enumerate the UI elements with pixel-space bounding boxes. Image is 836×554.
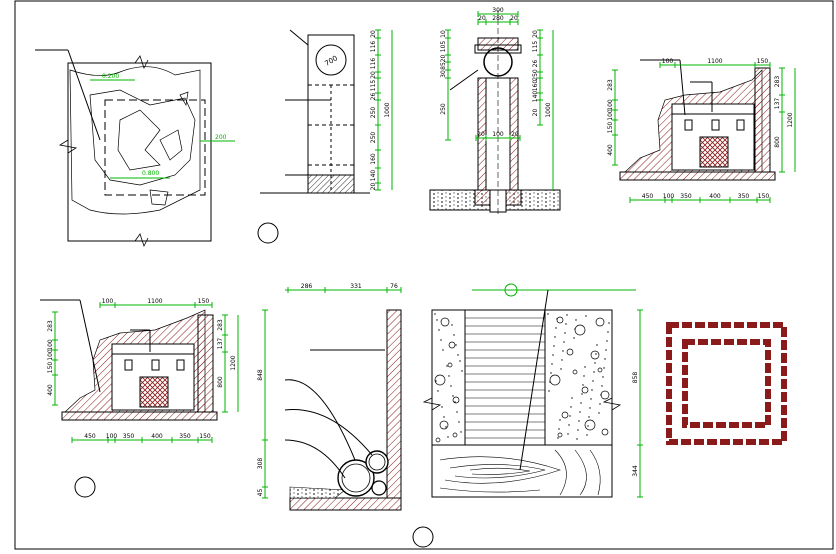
dimension-label: 1100 <box>147 298 162 305</box>
dimension-label: 137 <box>217 338 224 350</box>
dimension-label: 450 <box>84 433 96 440</box>
stair-section: 858 344 <box>422 283 643 498</box>
dimension-label: 115 <box>370 80 377 92</box>
dimension-total: 1200 <box>230 355 237 370</box>
dimension-label: 160 <box>532 80 539 92</box>
dimension-label: 150 <box>47 362 54 374</box>
dimension-label: 100 <box>662 58 674 65</box>
dimension-label: 283 <box>774 76 781 88</box>
dimension-label: 115 <box>532 41 539 53</box>
dimension-label: 331 <box>350 283 362 290</box>
dimension-label: 85 <box>440 62 447 70</box>
dimension-label: 20 <box>440 55 447 63</box>
manhole-plan <box>666 322 787 445</box>
dimension-label: 350 <box>680 193 692 200</box>
dimension-label: 26 <box>532 60 539 68</box>
dimension-label: 100 <box>607 99 614 111</box>
dimension-label: 100 <box>492 131 504 138</box>
dimension-label: 10 <box>440 30 447 38</box>
dimension-label: 100 <box>663 193 675 200</box>
stair-treads <box>464 309 546 446</box>
dimension-total: 1200 <box>787 112 794 127</box>
plan-view: 0.200 0.800 200 <box>35 49 235 248</box>
plan-dim-right: 200 <box>215 134 227 141</box>
detail-marker-1 <box>257 222 279 244</box>
dimension-label: 800 <box>217 376 224 388</box>
dimension-label: 116 <box>370 41 377 53</box>
dimension-label: 160 <box>370 153 377 165</box>
dimension-label: 250 <box>370 132 377 144</box>
dimension-label: 283 <box>47 320 54 332</box>
dimension-label: 150 <box>607 122 614 134</box>
column-bubble-label: 700 <box>323 54 339 68</box>
dimension-label: 350 <box>738 193 750 200</box>
dimension-label: 20 <box>477 131 485 138</box>
dimension-label: 105 <box>440 41 447 53</box>
detail-marker-2 <box>74 476 96 498</box>
dimension-label: 350 <box>179 433 191 440</box>
dimension-label: 100 <box>47 339 54 351</box>
dimension-label: 308 <box>257 458 264 470</box>
dimension-label: 250 <box>532 69 539 81</box>
sheet-border <box>14 0 834 550</box>
dimension-label: 20 <box>370 71 377 79</box>
dimension-label: 280 <box>492 15 504 22</box>
dimension-label: 140 <box>370 170 377 182</box>
dimension-label: 150 <box>199 433 211 440</box>
dimension-label: 140 <box>532 91 539 103</box>
dimension-label: 100 <box>102 298 114 305</box>
dimension-label: 30 <box>440 70 447 78</box>
dimension-total: 1000 <box>545 102 552 117</box>
dimension-label: 283 <box>217 319 224 331</box>
dimension-label: 137 <box>774 98 781 110</box>
dimension-label: 800 <box>774 136 781 148</box>
dimension-label: 250 <box>440 103 447 115</box>
dimension-label: 250 <box>370 107 377 119</box>
dimension-label: 283 <box>607 79 614 91</box>
dimension-label: 300 <box>492 7 504 14</box>
dimension-label: 150 <box>198 298 210 305</box>
dimension-label: 20 <box>532 109 539 117</box>
dimension-label: 286 <box>301 283 313 290</box>
dimension-label: 100 <box>106 433 118 440</box>
dimension-label: 20 <box>510 15 518 22</box>
dimension-label: 350 <box>123 433 135 440</box>
dimension-label: 45 <box>257 489 264 497</box>
dimension-label: 400 <box>47 384 54 396</box>
plan-dim-top: 0.200 <box>102 73 119 80</box>
pipe-section: 286 331 76 848 308 45 <box>257 283 402 511</box>
dimension-label: 76 <box>390 283 398 290</box>
dimension-label: 150 <box>758 193 770 200</box>
dimension-label: 20 <box>370 30 377 38</box>
dimension-label: 26 <box>370 93 377 101</box>
dimension-label: 400 <box>151 433 163 440</box>
dimension-total: 1000 <box>384 102 391 117</box>
plan-dim-mid: 0.800 <box>142 170 159 177</box>
dimension-label: 100 <box>607 109 614 121</box>
dimension-label: 858 <box>632 372 639 384</box>
dimension-label: 400 <box>607 144 614 156</box>
dimension-label: 116 <box>370 58 377 70</box>
dimension-label: 100 <box>47 349 54 361</box>
dimension-label: 344 <box>632 465 639 477</box>
dimension-label: 20 <box>370 183 377 191</box>
dimension-label: 400 <box>709 193 721 200</box>
dimension-label: 1100 <box>707 58 722 65</box>
dimension-label: 150 <box>757 58 769 65</box>
dimension-label: 20 <box>478 15 486 22</box>
dimension-label: 20 <box>511 131 519 138</box>
dimension-label: 450 <box>642 193 654 200</box>
detail-marker-3 <box>412 526 434 548</box>
dimension-label: 20 <box>532 30 539 38</box>
dimension-label: 848 <box>257 369 264 381</box>
